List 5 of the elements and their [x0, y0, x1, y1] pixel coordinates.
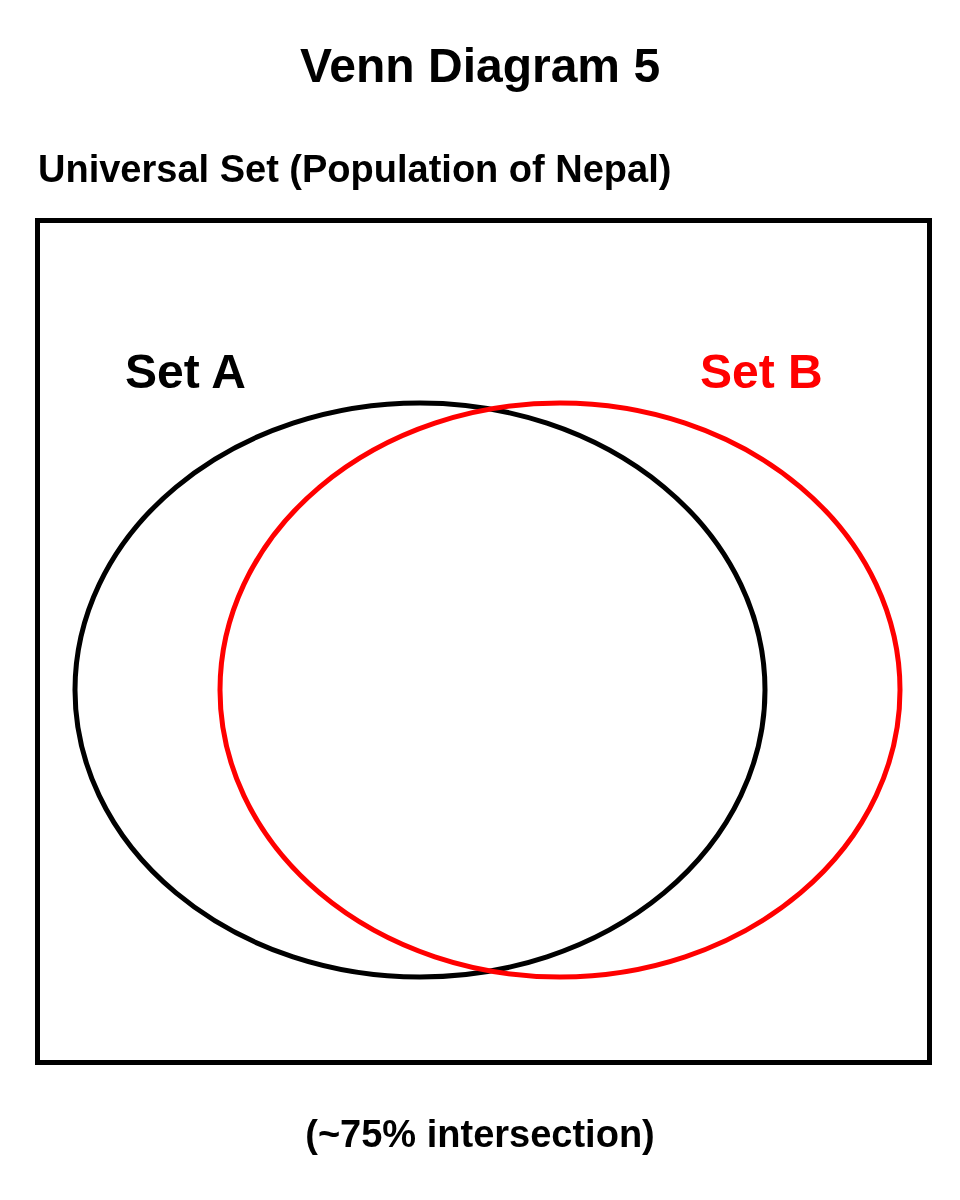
diagram-title: Venn Diagram 5: [299, 42, 661, 90]
universal-set-heading: Universal Set (Population of Nepal): [38, 150, 672, 188]
set-label: Set B: [700, 348, 823, 396]
set-label: Set A: [125, 348, 246, 396]
diagram-caption: (~75% intersection): [305, 1115, 655, 1153]
